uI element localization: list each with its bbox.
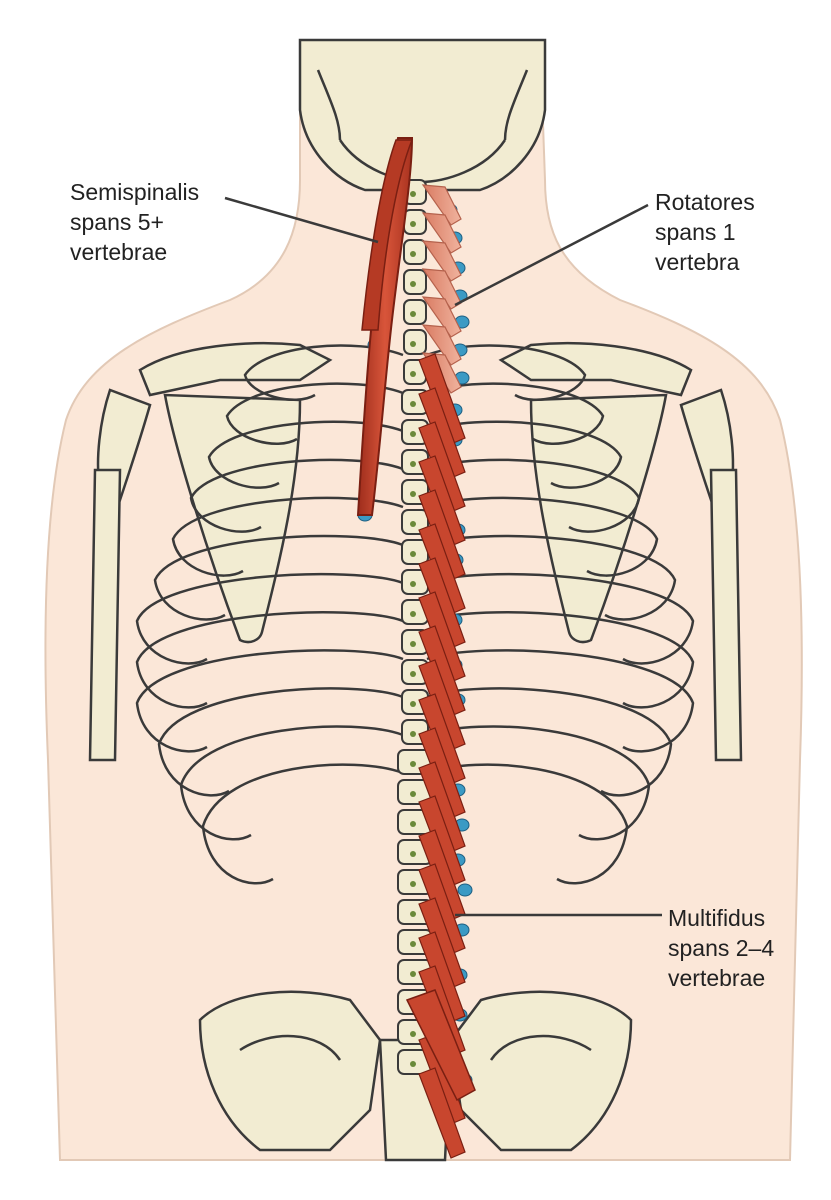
rib-left [179, 725, 404, 841]
rotatores-label-line-1: Rotatores [655, 189, 755, 215]
spinous-process-marker [410, 401, 416, 407]
spinous-process-marker [410, 701, 416, 707]
rib-left [207, 420, 404, 489]
spinous-process-marker [410, 221, 416, 227]
rib-left [243, 344, 404, 402]
rib-left [153, 534, 404, 621]
rib-right [426, 763, 629, 885]
rib-right [426, 496, 659, 577]
multifidus-fascicle [418, 1067, 466, 1159]
spinous-process-marker [410, 251, 416, 257]
skull [298, 38, 547, 192]
spinous-process-marker [410, 881, 416, 887]
spinous-process-marker [410, 941, 416, 947]
rib-left [135, 649, 404, 753]
rotatores-fascicle [421, 240, 462, 282]
spinous-process-marker [410, 581, 416, 587]
semispinalis-leader-line [224, 196, 379, 244]
spinous-process-marker [410, 761, 416, 767]
spinous-process-marker [410, 431, 416, 437]
scapula-right [498, 342, 735, 644]
rib-left [157, 687, 404, 797]
spinous-process-marker [410, 731, 416, 737]
rotatores-fascicle [421, 184, 462, 226]
semispinalis-upper [361, 139, 414, 331]
attachment-point [457, 883, 473, 897]
spinous-process-marker [410, 371, 416, 377]
spinous-process-marker [410, 311, 416, 317]
rib-right [426, 534, 677, 621]
rib-right [426, 458, 641, 533]
rib-left [189, 458, 404, 533]
multifidus-label-line-2: spans 2–4 [668, 935, 775, 961]
spinous-process-marker [410, 341, 416, 347]
semispinalis-label-line-3: vertebrae [70, 239, 168, 265]
spinous-process-marker [410, 971, 416, 977]
spinous-process-marker [410, 821, 416, 827]
spinous-process-marker [410, 1031, 416, 1037]
spinous-process-marker [410, 671, 416, 677]
rib-right [426, 382, 605, 445]
multifidus-label-line-1: Multifidus [668, 905, 766, 931]
rotatores-label: Rotatores spans 1 vertebra [655, 187, 755, 277]
rotatores-leader-line [454, 203, 649, 307]
rib-right [426, 420, 623, 489]
rib-cage [135, 344, 695, 885]
spinous-process-marker [410, 911, 416, 917]
rib-left [201, 763, 404, 885]
rotatores-label-line-3: vertebra [655, 249, 740, 275]
spinous-process-marker [410, 281, 416, 287]
spinous-process-marker [410, 791, 416, 797]
spinous-process-marker [410, 491, 416, 497]
spinous-process-marker [410, 551, 416, 557]
rib-left [135, 572, 404, 665]
semispinalis-label: Semispinalis spans 5+ vertebrae [70, 177, 199, 267]
multifidus-label: Multifidus spans 2–4 vertebrae [668, 903, 774, 993]
spinous-process-marker [410, 521, 416, 527]
multifidus-label-line-3: vertebrae [668, 965, 766, 991]
rib-left [171, 496, 404, 577]
rib-right [426, 572, 695, 665]
rib-right [426, 687, 673, 797]
spinous-process-marker [410, 851, 416, 857]
semispinalis-label-line-2: spans 5+ [70, 209, 164, 235]
rotatores-label-line-2: spans 1 [655, 219, 736, 245]
multifidus-muscles [405, 353, 476, 1159]
rotatores-fascicle [421, 212, 462, 254]
spinous-process-marker [410, 641, 416, 647]
semispinalis-label-line-1: Semispinalis [70, 179, 200, 205]
rotatores-fascicle [421, 296, 462, 338]
spinous-process-marker [410, 461, 416, 467]
rib-left [225, 382, 404, 445]
rib-right [426, 611, 695, 709]
rib-right [426, 725, 651, 841]
spinous-process-marker [410, 191, 416, 197]
multifidus-sacral-fascicle [405, 989, 476, 1102]
rotatores-fascicle [421, 324, 462, 366]
arm-bones [88, 468, 743, 762]
spinous-process-marker [410, 1061, 416, 1067]
rib-right [426, 649, 695, 753]
rib-left [135, 611, 404, 709]
spinous-process-marker [410, 611, 416, 617]
rib-right [426, 344, 587, 402]
